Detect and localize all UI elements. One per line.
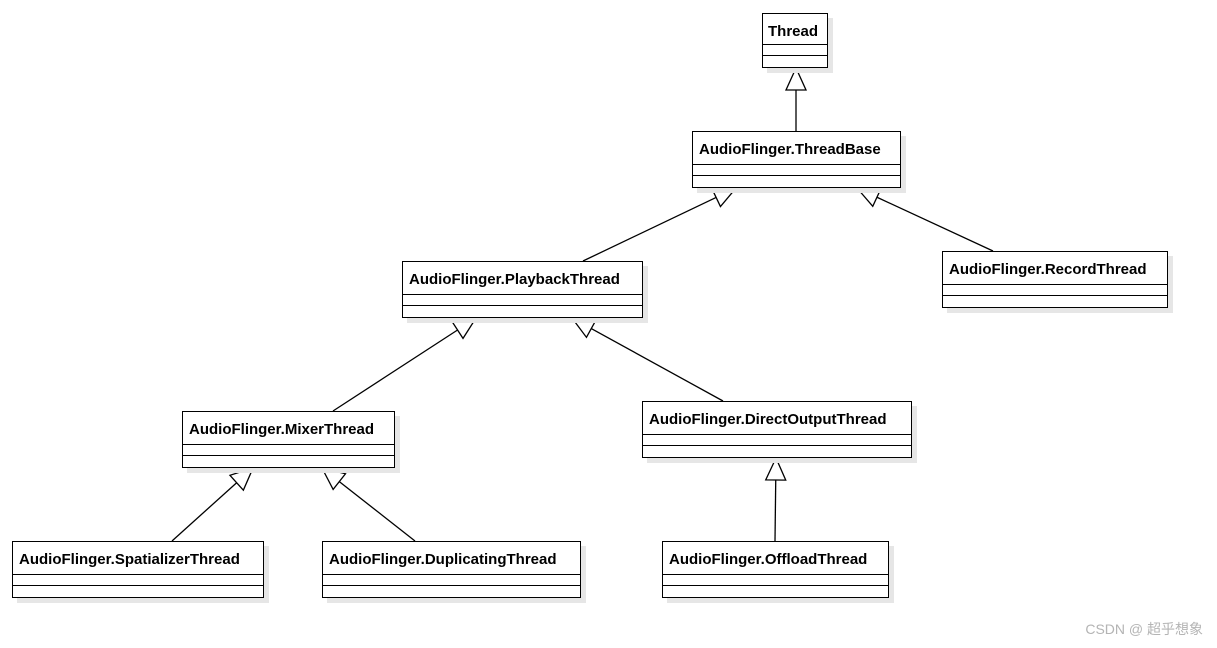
operations-compartment bbox=[323, 586, 580, 596]
operations-compartment bbox=[763, 56, 827, 66]
generalization-line-offload_thread bbox=[774, 479, 777, 542]
generalization-line-duplicating_thread bbox=[338, 481, 416, 542]
attributes-compartment bbox=[323, 575, 580, 586]
class-name: AudioFlinger.DirectOutputThread bbox=[643, 402, 911, 435]
generalization-line-playback_thread bbox=[582, 196, 717, 262]
generalization-line-spatializer_thread bbox=[171, 482, 238, 542]
class-duplicating-thread[interactable]: AudioFlinger.DuplicatingThread bbox=[322, 541, 581, 598]
operations-compartment bbox=[943, 296, 1167, 306]
operations-compartment bbox=[693, 176, 900, 186]
attributes-compartment bbox=[183, 445, 394, 456]
class-name: AudioFlinger.OffloadThread bbox=[663, 542, 888, 575]
class-name: AudioFlinger.DuplicatingThread bbox=[323, 542, 580, 575]
class-thread[interactable]: Thread bbox=[762, 13, 828, 68]
generalization-line-direct_output_thread bbox=[590, 328, 724, 402]
generalization-arrowhead-record_thread bbox=[855, 187, 883, 208]
class-name: AudioFlinger.SpatializerThread bbox=[13, 542, 263, 575]
generalization-arrowhead-mixer_thread bbox=[451, 317, 478, 340]
generalization-line-mixer_thread bbox=[332, 329, 458, 412]
class-name: AudioFlinger.ThreadBase bbox=[693, 132, 900, 165]
attributes-compartment bbox=[643, 435, 911, 446]
class-mixer-thread[interactable]: AudioFlinger.MixerThread bbox=[182, 411, 395, 468]
generalization-line-record_thread bbox=[876, 196, 994, 252]
watermark: CSDN @ 超乎想象 bbox=[1085, 621, 1203, 637]
attributes-compartment bbox=[693, 165, 900, 176]
class-offload-thread[interactable]: AudioFlinger.OffloadThread bbox=[662, 541, 889, 598]
class-thread-base[interactable]: AudioFlinger.ThreadBase bbox=[692, 131, 901, 188]
operations-compartment bbox=[403, 306, 642, 316]
generalization-arrowhead-spatializer_thread bbox=[228, 466, 255, 492]
generalization-arrowhead-duplicating_thread bbox=[320, 467, 347, 491]
attributes-compartment bbox=[13, 575, 263, 586]
attributes-compartment bbox=[663, 575, 888, 586]
class-spatializer-thread[interactable]: AudioFlinger.SpatializerThread bbox=[12, 541, 264, 598]
operations-compartment bbox=[643, 446, 911, 456]
attributes-compartment bbox=[943, 285, 1167, 296]
generalization-arrowhead-direct_output_thread bbox=[570, 317, 598, 339]
class-name: AudioFlinger.PlaybackThread bbox=[403, 262, 642, 295]
class-direct-output-thread[interactable]: AudioFlinger.DirectOutputThread bbox=[642, 401, 912, 458]
class-name: Thread bbox=[763, 14, 827, 45]
class-name: AudioFlinger.RecordThread bbox=[943, 252, 1167, 285]
operations-compartment bbox=[13, 586, 263, 596]
class-name: AudioFlinger.MixerThread bbox=[183, 412, 394, 445]
generalization-arrowhead-offload_thread bbox=[764, 456, 787, 481]
operations-compartment bbox=[663, 586, 888, 596]
attributes-compartment bbox=[763, 45, 827, 56]
generalization-arrowhead-thread_base bbox=[784, 66, 808, 91]
class-record-thread[interactable]: AudioFlinger.RecordThread bbox=[942, 251, 1168, 308]
operations-compartment bbox=[183, 456, 394, 466]
generalization-arrowhead-playback_thread bbox=[710, 187, 738, 208]
attributes-compartment bbox=[403, 295, 642, 306]
class-playback-thread[interactable]: AudioFlinger.PlaybackThread bbox=[402, 261, 643, 318]
